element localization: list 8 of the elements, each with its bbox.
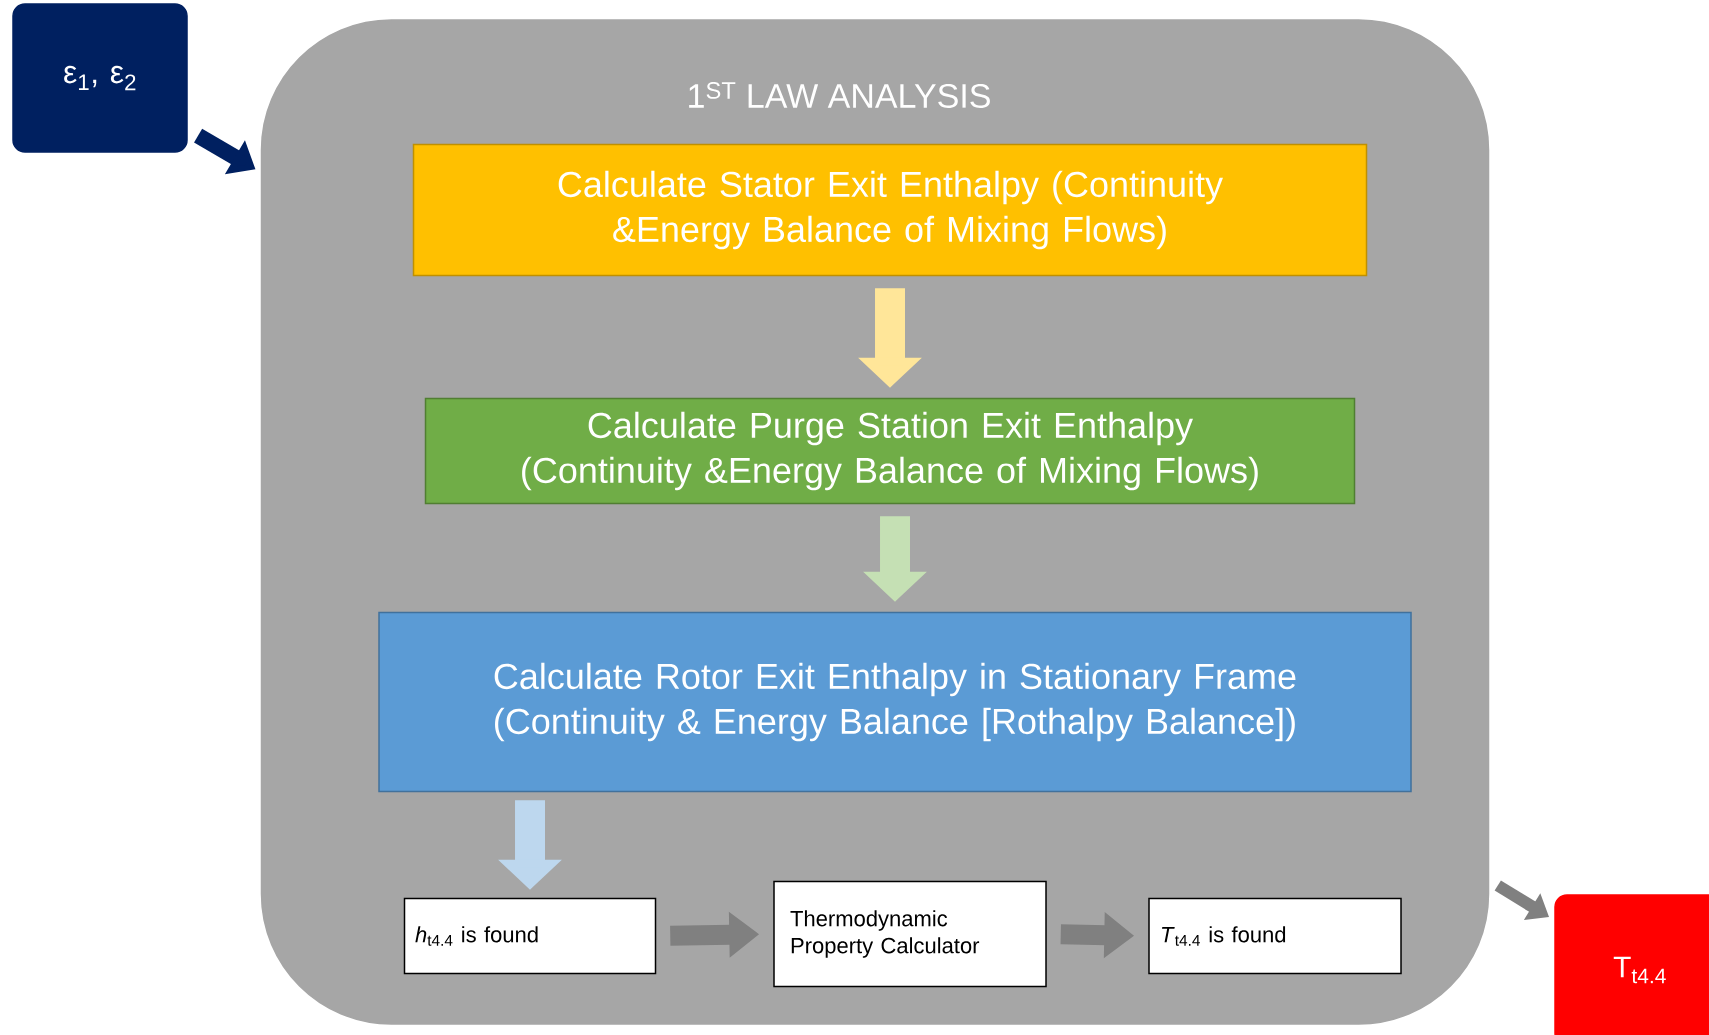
process-box: Calculate Purge Station Exit Enthalpy (Continuity &Energy Balance of Mixing Flows): [424, 397, 1356, 505]
input-box: ε$_{1}$, ε$_{2}$: [12, 3, 188, 153]
calculator-box: Thermodynamic Property Calculator: [773, 880, 1047, 988]
output-box: T$_{t4.4}$: [1554, 894, 1709, 1035]
result-box: h$_{t4.4}$ is found: [403, 897, 657, 975]
process-box: Calculate Stator Exit Enthalpy (Continuity &Energy Balance of Mixing Flows): [412, 143, 1368, 277]
result-box: T$_{t4.4}$ is found: [1148, 897, 1402, 975]
process-box: Calculate Rotor Exit Enthalpy in Stationary Frame (Continuity & Energy Balance [Rothalpy Balance]): [378, 611, 1412, 793]
